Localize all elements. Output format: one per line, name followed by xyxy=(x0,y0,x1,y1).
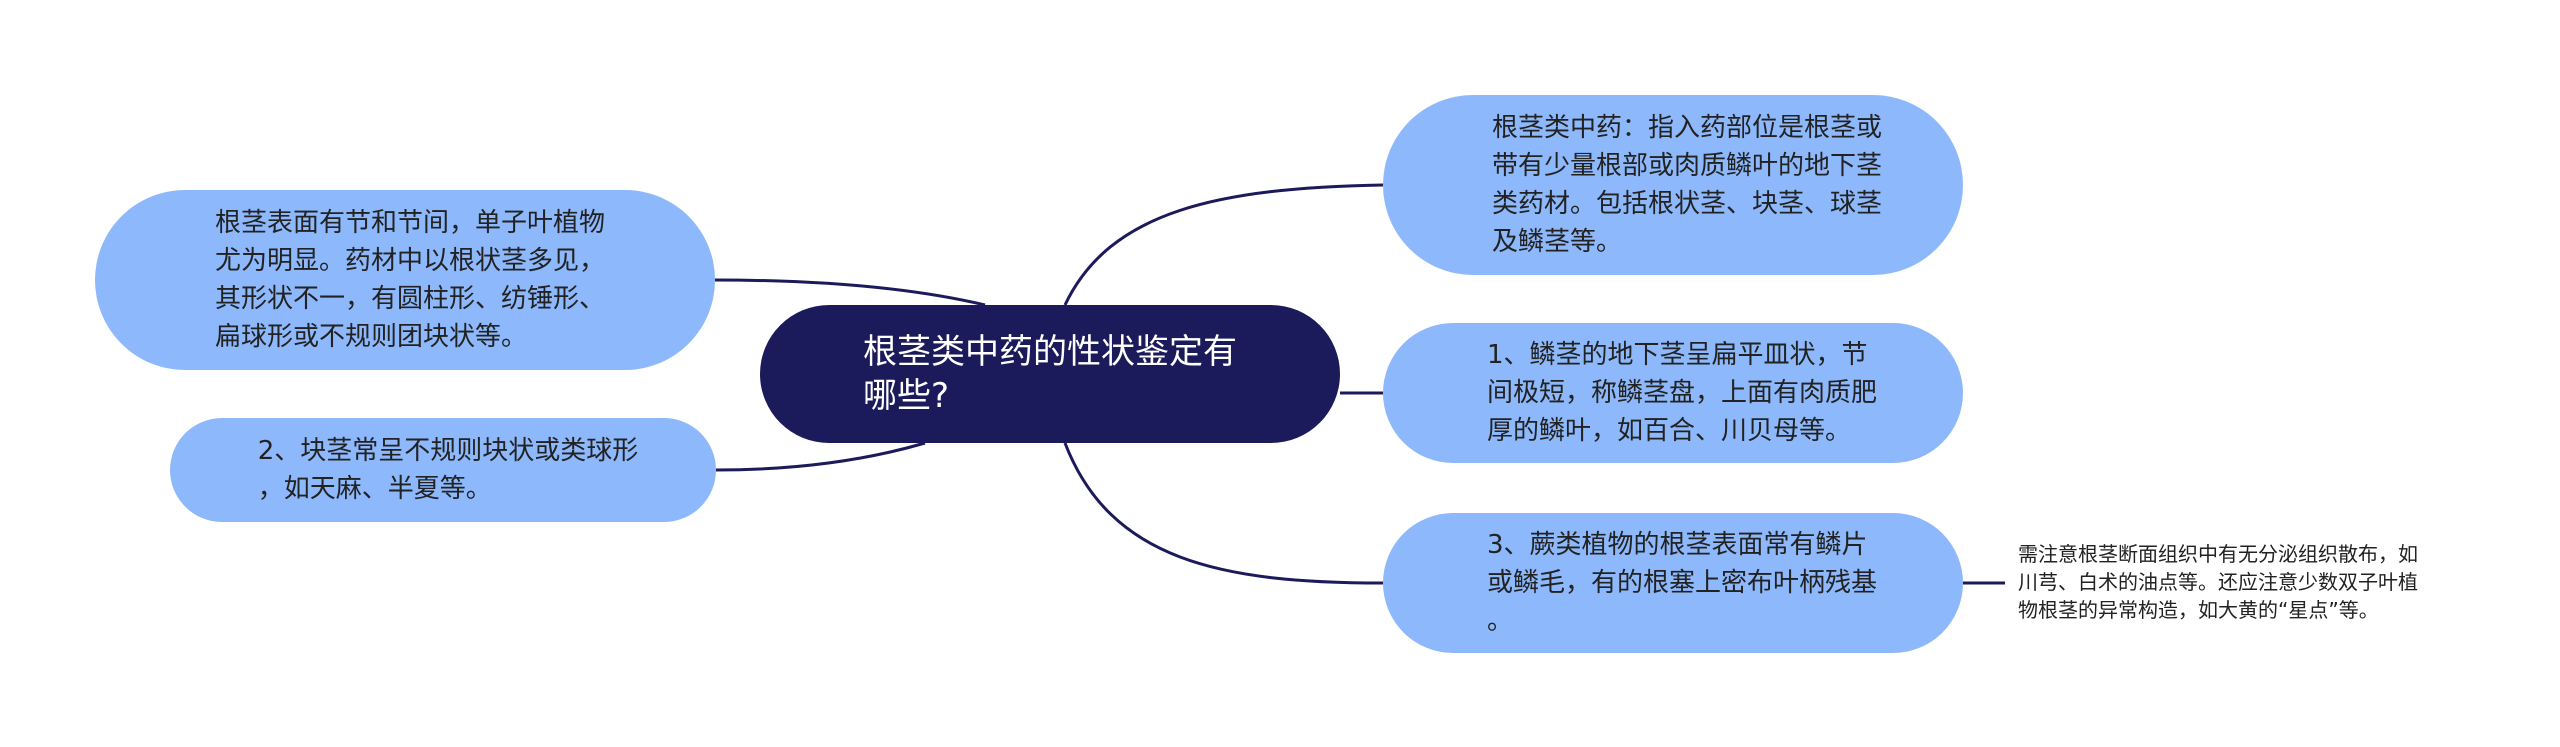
connector-to-corm xyxy=(715,441,926,472)
branch-rhizome-nodes[interactable]: 根茎表面有节和节间，单子叶植物 尤为明显。药材中以根状茎多见， 其形状不一，有圆… xyxy=(95,190,715,370)
fern-note-text[interactable]: 需注意根茎断面组织中有无分泌组织散布，如 川芎、白术的油点等。还应注意少数双子叶… xyxy=(2018,542,2418,622)
branch-fern[interactable]: 3、蕨类植物的根茎表面常有鳞片 或鳞毛，有的根塞上密布叶柄残基 。 xyxy=(1383,513,1963,653)
connector-to-fern xyxy=(1063,442,1384,585)
branch-corm[interactable]: 2、块茎常呈不规则块状或类球形 ，如天麻、半夏等。 xyxy=(170,418,716,522)
branch-definition-text: 根茎类中药：指入药部位是根茎或 带有少量根部或肉质鳞叶的地下茎 类药材。包括根状… xyxy=(1491,113,1882,257)
branch-corm-text: 2、块茎常呈不规则块状或类球形 ，如天麻、半夏等。 xyxy=(257,436,639,504)
branch-rhizome-nodes-text: 根茎表面有节和节间，单子叶植物 尤为明显。药材中以根状茎多见， 其形状不一，有圆… xyxy=(214,208,605,352)
connector-to-definition xyxy=(1063,183,1384,306)
branch-bulb-text: 1、鳞茎的地下茎呈扁平皿状，节 间极短，称鳞茎盘，上面有肉质肥 厚的鳞叶，如百合… xyxy=(1486,340,1877,446)
central-topic-text: 根茎类中药的性状鉴定有 哪些? xyxy=(863,332,1237,416)
central-topic[interactable]: 根茎类中药的性状鉴定有 哪些? xyxy=(760,305,1340,443)
branch-fern-text: 3、蕨类植物的根茎表面常有鳞片 或鳞毛，有的根塞上密布叶柄残基 。 xyxy=(1486,530,1877,636)
branch-definition[interactable]: 根茎类中药：指入药部位是根茎或 带有少量根部或肉质鳞叶的地下茎 类药材。包括根状… xyxy=(1383,95,1963,275)
connector-to-rhizome-nodes xyxy=(714,278,986,307)
branch-bulb[interactable]: 1、鳞茎的地下茎呈扁平皿状，节 间极短，称鳞茎盘，上面有肉质肥 厚的鳞叶，如百合… xyxy=(1383,323,1963,463)
